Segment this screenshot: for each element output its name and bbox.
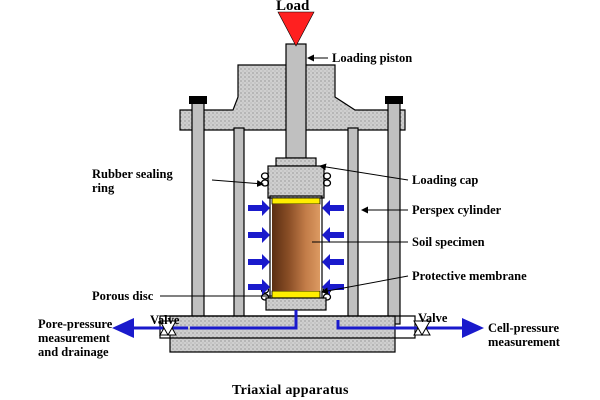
drainage-channel: [190, 310, 405, 330]
loading-piston: [285, 43, 307, 159]
cell-pressure-label-2: measurement: [488, 335, 561, 349]
rubber-sealing-ring-label-1: Rubber sealing: [92, 167, 173, 181]
soil-specimen: [272, 204, 320, 291]
valve-right-icon: [413, 319, 431, 337]
valve-right-label: Valve: [418, 311, 448, 325]
valve-left-icon: [159, 319, 177, 337]
porous-disc-bottom: [271, 290, 321, 299]
loading-piston-label: Loading piston: [332, 51, 412, 65]
porous-disc-top: [271, 197, 321, 205]
porous-disc-label: Porous disc: [92, 289, 154, 303]
perspex-cylinder-label: Perspex cylinder: [412, 203, 502, 217]
load-label: Load: [276, 0, 310, 14]
tie-rod-left: [191, 101, 205, 325]
tie-rod-nut-left: [189, 96, 207, 104]
tie-rod-right: [387, 101, 401, 325]
pedestal: [265, 297, 327, 311]
rubber-sealing-ring-label-2: ring: [92, 181, 115, 195]
tie-rod-nut-right: [385, 96, 403, 104]
leader-lines: [160, 54, 409, 297]
soil-specimen-label: Soil specimen: [412, 235, 485, 249]
base: [159, 315, 416, 353]
protective-membrane-label: Protective membrane: [412, 269, 527, 283]
cell-pressure-label-1: Cell-pressure: [488, 321, 560, 335]
pore-pressure-label-3: and drainage: [38, 345, 109, 359]
diagram-title: Triaxial apparatus: [232, 383, 349, 398]
loading-cap-label: Loading cap: [412, 173, 478, 187]
pore-pressure-arrow: [112, 318, 188, 338]
pore-pressure-label-2: measurement: [38, 331, 111, 345]
tie-rods: [189, 96, 403, 325]
cell-pressure-arrow: [405, 318, 484, 338]
valve-left-label: Valve: [150, 313, 180, 327]
loading-cap: [267, 157, 325, 199]
load-arrow: [277, 11, 315, 47]
pore-pressure-label-1: Pore-pressure: [38, 317, 113, 331]
